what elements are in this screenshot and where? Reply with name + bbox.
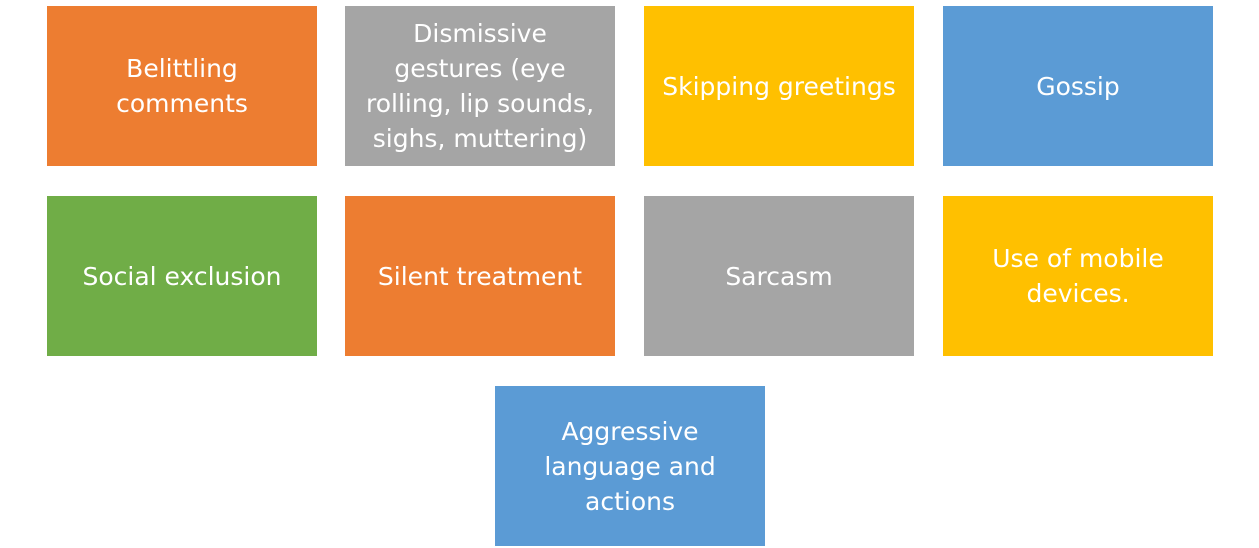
- box-label: Skipping greetings: [662, 71, 896, 101]
- box-label: Dismissive gestures (eye rolling, lip so…: [365, 19, 595, 153]
- box-label: Use of mobile devices.: [992, 244, 1164, 308]
- box-aggressive-language: Aggressive language and actions: [495, 386, 765, 546]
- box-label: Silent treatment: [377, 261, 583, 291]
- box-label: Belittling comments: [116, 54, 248, 118]
- box-label: Sarcasm: [725, 261, 833, 291]
- box-sarcasm: Sarcasm: [644, 196, 914, 356]
- box-label: Gossip: [1036, 71, 1120, 101]
- box-label: Social exclusion: [82, 261, 282, 291]
- box-dismissive-gestures: Dismissive gestures (eye rolling, lip so…: [345, 6, 615, 166]
- box-silent-treatment: Silent treatment: [345, 196, 615, 356]
- box-use-of-mobile-devices: Use of mobile devices.: [943, 196, 1213, 356]
- box-gossip: Gossip: [943, 6, 1213, 166]
- box-social-exclusion: Social exclusion: [47, 196, 317, 356]
- box-label: Aggressive language and actions: [544, 416, 716, 516]
- box-belittling-comments: Belittling comments: [47, 6, 317, 166]
- box-skipping-greetings: Skipping greetings: [644, 6, 914, 166]
